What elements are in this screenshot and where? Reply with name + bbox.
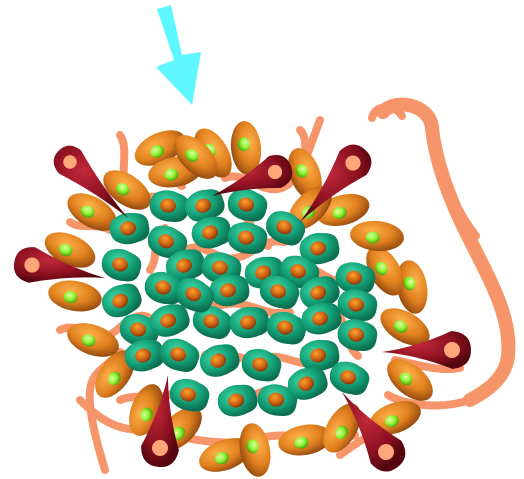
dendritic-cell-nucleus <box>63 155 76 168</box>
dendritic-cell-nucleus <box>444 342 460 358</box>
rim-cell <box>46 277 104 316</box>
direction-arrow <box>156 5 201 105</box>
rim-cell <box>236 421 275 479</box>
dendritic-cell-nucleus <box>345 155 360 170</box>
core-cell <box>214 380 260 420</box>
dendritic-cell-nucleus <box>152 440 168 456</box>
core-cell <box>225 219 269 257</box>
core-cell <box>98 245 144 285</box>
core-cell <box>166 375 212 415</box>
core-cell <box>238 345 284 385</box>
dendritic-cell-nucleus <box>24 257 39 272</box>
arrow-icon <box>156 5 201 105</box>
core-cell <box>155 334 203 377</box>
rim-cell <box>349 219 405 254</box>
dendritic-cell-nucleus <box>268 165 282 179</box>
core-cell <box>195 339 243 382</box>
dendritic-cell-nucleus <box>378 444 394 460</box>
